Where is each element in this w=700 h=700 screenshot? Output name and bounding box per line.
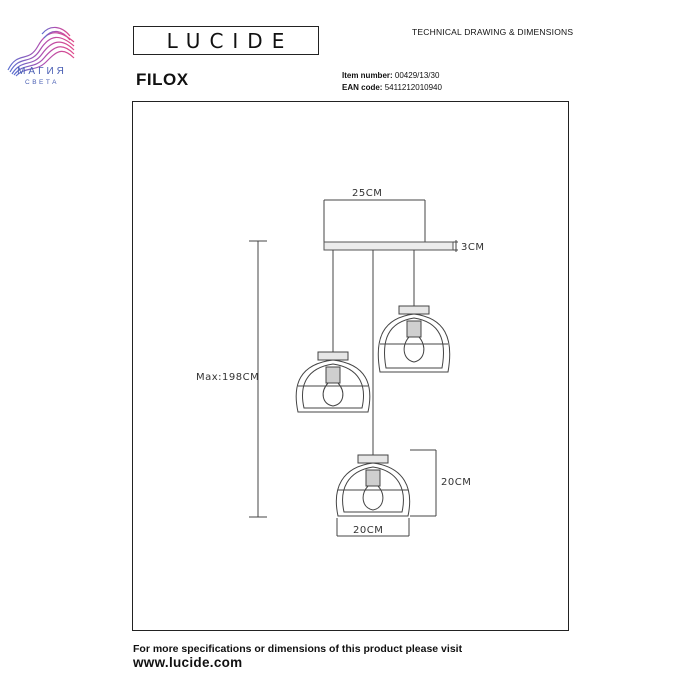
shade-width-label: 20CM	[353, 525, 383, 536]
header-title: TECHNICAL DRAWING & DIMENSIONS	[412, 27, 574, 37]
magiya-sveta-logo	[7, 26, 75, 77]
max-height-label: Max:198CM	[196, 372, 259, 383]
canopy-width-label: 25CM	[352, 188, 382, 199]
website-link[interactable]: www.lucide.com	[133, 655, 243, 670]
ean-code-row: EAN code: 5411212010940	[342, 82, 442, 94]
brand-name: МАГИЯ	[17, 66, 67, 77]
item-number-value: 00429/13/30	[394, 71, 440, 80]
product-name: FILOX	[136, 70, 189, 89]
brand-subtitle: СВЕТА	[25, 79, 59, 86]
pendant-center	[335, 454, 411, 517]
ean-code-label: EAN code:	[342, 83, 383, 92]
footer-text: For more specifications or dimensions of…	[133, 643, 463, 655]
pendant-right	[377, 305, 451, 373]
canopy	[323, 241, 454, 251]
item-number-row: Item number: 00429/13/30	[342, 70, 439, 82]
lucide-logo-text: LUCIDE	[166, 28, 294, 53]
ean-code-value: 5411212010940	[384, 83, 442, 92]
lucide-logo: LUCIDE	[133, 26, 319, 55]
item-number-label: Item number:	[342, 71, 393, 80]
drawing-frame	[132, 101, 569, 631]
pendant-left	[295, 351, 371, 413]
canopy-height-label: 3CM	[461, 242, 484, 253]
shade-height-label: 20CM	[441, 477, 471, 488]
